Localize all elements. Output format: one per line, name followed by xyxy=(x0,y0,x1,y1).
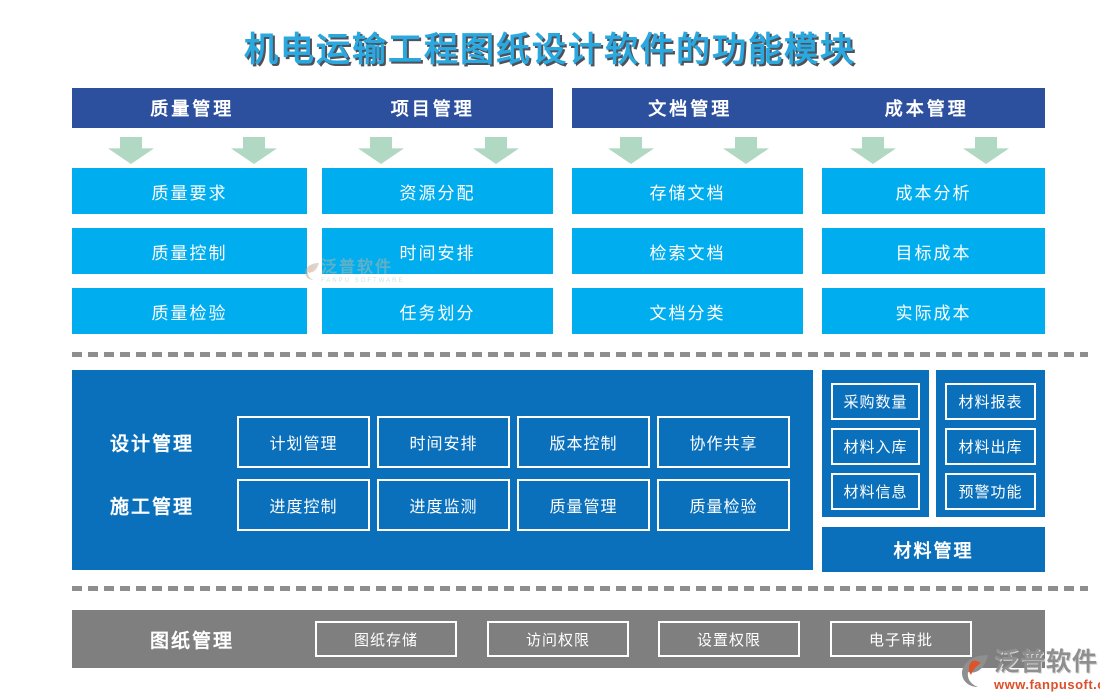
module-box-cost-3: 实际成本 xyxy=(822,288,1045,334)
watermark-subtext: FANPU SOFTWARE xyxy=(321,278,405,284)
material-box-info: 材料信息 xyxy=(831,473,920,510)
construction-box-quality-manage: 质量管理 xyxy=(517,479,650,531)
module-box-cost-1: 成本分析 xyxy=(822,168,1045,214)
module-box-quality-2: 质量控制 xyxy=(72,228,307,274)
module-box-document-2: 检索文档 xyxy=(572,228,803,274)
dashed-divider-bottom xyxy=(72,586,1088,591)
drawing-box-approval: 电子审批 xyxy=(830,621,972,657)
module-box-project-1: 资源分配 xyxy=(322,168,553,214)
module-box-project-3: 任务划分 xyxy=(322,288,553,334)
design-box-collab: 协作共享 xyxy=(657,416,790,468)
down-arrow-icon xyxy=(108,137,154,164)
drawing-bar-label: 图纸管理 xyxy=(150,630,235,652)
header-bar-right: 文档管理 成本管理 xyxy=(572,88,1045,128)
down-arrow-icon xyxy=(473,137,519,164)
module-box-document-3: 文档分类 xyxy=(572,288,803,334)
module-box-document-1: 存储文档 xyxy=(572,168,803,214)
down-arrow-icon xyxy=(723,137,769,164)
material-panel-left: 采购数量 材料入库 材料信息 xyxy=(822,370,929,517)
section-header-project: 项目管理 xyxy=(390,99,475,119)
material-box-report: 材料报表 xyxy=(945,383,1036,420)
material-box-purchase-qty: 采购数量 xyxy=(831,383,920,420)
material-management-bar: 材料管理 xyxy=(822,527,1045,572)
drawing-box-access: 访问权限 xyxy=(487,621,629,657)
section-header-document: 文档管理 xyxy=(648,99,733,119)
down-arrow-icon xyxy=(231,137,277,164)
section-header-quality: 质量管理 xyxy=(150,99,235,119)
brand-logo: 泛普软件 www.fanpusoft.com xyxy=(958,650,1100,691)
design-box-version: 版本控制 xyxy=(517,416,650,468)
material-box-inbound: 材料入库 xyxy=(831,428,920,465)
dashed-divider-top xyxy=(72,352,1088,357)
row-label-design: 设计管理 xyxy=(110,433,195,455)
down-arrow-icon xyxy=(963,137,1009,164)
brand-url: www.fanpusoft.com xyxy=(994,677,1100,692)
brand-name: 泛普软件 xyxy=(994,648,1099,676)
down-arrow-icon xyxy=(358,137,404,164)
material-panel-right: 材料报表 材料出库 预警功能 xyxy=(936,370,1045,517)
design-box-time: 时间安排 xyxy=(377,416,510,468)
down-arrow-icon xyxy=(608,137,654,164)
design-box-plan: 计划管理 xyxy=(237,416,370,468)
material-box-outbound: 材料出库 xyxy=(945,428,1036,465)
module-box-quality-3: 质量检验 xyxy=(72,288,307,334)
construction-box-quality-check: 质量检验 xyxy=(657,479,790,531)
drawing-box-storage: 图纸存储 xyxy=(315,621,457,657)
fanpu-logo-icon xyxy=(962,655,988,687)
drawing-management-bar: 图纸管理 图纸存储 访问权限 设置权限 电子审批 xyxy=(72,610,1045,668)
module-box-quality-1: 质量要求 xyxy=(72,168,307,214)
down-arrow-icon xyxy=(850,137,896,164)
module-box-project-2: 时间安排 xyxy=(322,228,553,274)
header-bar-left: 质量管理 项目管理 xyxy=(72,88,553,128)
construction-box-progress-monitor: 进度监测 xyxy=(377,479,510,531)
row-label-construction: 施工管理 xyxy=(110,496,195,518)
material-box-warning: 预警功能 xyxy=(945,473,1036,510)
page-title: 机电运输工程图纸设计软件的功能模块 xyxy=(244,31,856,69)
design-construction-panel: 设计管理 计划管理 时间安排 版本控制 协作共享 施工管理 进度控制 进度监测 … xyxy=(72,370,813,570)
section-header-cost: 成本管理 xyxy=(884,99,969,119)
module-box-cost-2: 目标成本 xyxy=(822,228,1045,274)
drawing-box-permission: 设置权限 xyxy=(658,621,800,657)
construction-box-progress-control: 进度控制 xyxy=(237,479,370,531)
